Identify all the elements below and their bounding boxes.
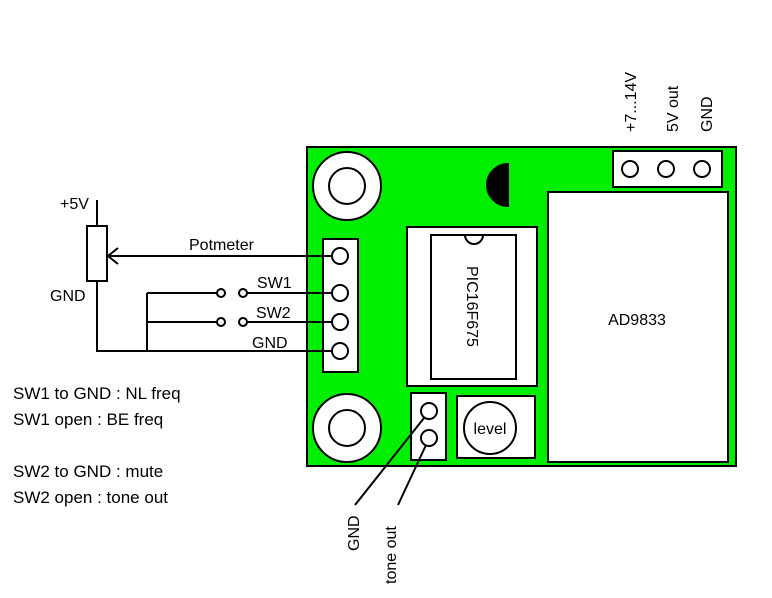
ad9833-module bbox=[547, 191, 729, 463]
chip-notch bbox=[464, 234, 484, 245]
ground-bus bbox=[97, 292, 332, 352]
mounting-hole-top bbox=[312, 151, 382, 221]
power-pin-2 bbox=[657, 160, 675, 178]
pic-chip bbox=[430, 234, 517, 380]
pot-top-label: +5V bbox=[60, 196, 89, 213]
ad9833-label: AD9833 bbox=[608, 312, 666, 329]
note-sw2-gnd: SW2 to GND : mute bbox=[13, 462, 163, 481]
control-pin-pot bbox=[331, 247, 349, 265]
voltage-regulator bbox=[486, 162, 509, 208]
power-header bbox=[612, 150, 723, 188]
power-pin-3 bbox=[693, 160, 711, 178]
gnd-wire-label: GND bbox=[252, 335, 288, 352]
mounting-hole-bottom bbox=[312, 393, 382, 463]
output-gnd-label: GND bbox=[346, 515, 363, 551]
control-pin-gnd bbox=[331, 342, 349, 360]
control-pin-sw2 bbox=[331, 313, 349, 331]
control-pin-sw1 bbox=[331, 284, 349, 302]
level-trimmer bbox=[456, 395, 536, 459]
pot-bottom-label: GND bbox=[50, 288, 86, 305]
switch-sw1 bbox=[216, 288, 332, 298]
output-tone-label: tone out bbox=[383, 526, 400, 584]
chip-label: PIC16F675 bbox=[463, 266, 480, 347]
wiper-wire bbox=[106, 247, 332, 265]
output-pin-gnd bbox=[420, 402, 438, 420]
power-pin-label-2: 5V out bbox=[665, 85, 682, 132]
control-header bbox=[322, 238, 359, 373]
power-pin-1 bbox=[621, 160, 639, 178]
output-pin-tone bbox=[420, 429, 438, 447]
switch-sw2 bbox=[216, 317, 332, 327]
gnd-leader-line bbox=[354, 417, 425, 506]
sw2-label: SW2 bbox=[256, 305, 291, 322]
potentiometer bbox=[86, 200, 108, 352]
note-sw2-open: SW2 open : tone out bbox=[13, 488, 168, 507]
sw1-label: SW1 bbox=[257, 275, 292, 292]
wiper-label: Potmeter bbox=[189, 237, 255, 254]
note-sw1-gnd: SW1 to GND : NL freq bbox=[13, 384, 181, 403]
power-pin-label-3: GND bbox=[699, 96, 716, 132]
note-sw1-open: SW1 open : BE freq bbox=[13, 410, 163, 429]
power-pin-label-1: +7...14V bbox=[623, 72, 640, 132]
tone-leader-line bbox=[397, 444, 427, 506]
level-label: level bbox=[474, 421, 507, 438]
output-header bbox=[410, 392, 447, 461]
